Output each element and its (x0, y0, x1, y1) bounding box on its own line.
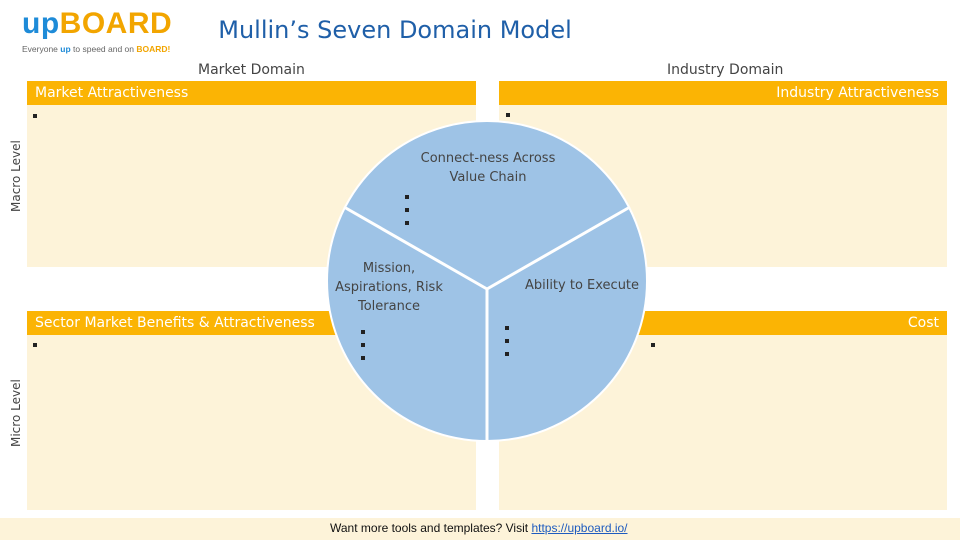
market-domain-label: Market Domain (198, 62, 305, 78)
bullet-top-right (506, 113, 510, 117)
page-title: Mullin’s Seven Domain Model (218, 16, 572, 44)
bullet-bottom-right (651, 343, 655, 347)
upboard-link[interactable]: https://upboard.io/ (531, 521, 628, 535)
bullet-circle-left-3 (361, 356, 365, 360)
logo-up: up (22, 7, 60, 40)
tagline-mid: to speed and on (70, 44, 137, 54)
footer-text: Want more tools and templates? Visit (330, 521, 532, 535)
footer: Want more tools and templates? Visit htt… (330, 521, 628, 535)
bullet-circle-top-1 (405, 195, 409, 199)
bullet-circle-top-3 (405, 221, 409, 225)
upboard-logo: upBOARD (22, 6, 172, 42)
tagline-prefix: Everyone (22, 44, 61, 54)
bullet-top-left (33, 114, 37, 118)
circle-top-label: Connect-ness Across Value Chain (420, 151, 556, 185)
circle-right-label: Ability to Execute (524, 278, 640, 293)
bullet-circle-right-3 (505, 352, 509, 356)
bullet-circle-left-2 (361, 343, 365, 347)
tagline-up: up (60, 44, 71, 54)
sector-market-label: Sector Market Benefits & Attractiveness (35, 315, 315, 331)
bullet-circle-right-1 (505, 326, 509, 330)
market-attractiveness-bar: Market Attractiveness (27, 81, 476, 105)
bullet-circle-top-2 (405, 208, 409, 212)
industry-attractiveness-label: Industry Attractiveness (776, 85, 939, 101)
cost-label: Cost (907, 315, 939, 331)
industry-attractiveness-bar: Industry Attractiveness (499, 81, 947, 105)
market-attractiveness-label: Market Attractiveness (35, 85, 189, 101)
footer-strip (0, 518, 960, 540)
bullet-bottom-left (33, 343, 37, 347)
circle-left-label: Mission, Aspirations, Risk Tolerance (335, 261, 443, 314)
industry-domain-label: Industry Domain (667, 62, 784, 78)
logo-tagline: Everyone up to speed and on BOARD! (22, 44, 170, 54)
circle-divider-right (486, 205, 631, 291)
logo-board: BOARD (59, 7, 173, 40)
circle-divider-left (343, 205, 488, 291)
tagline-board: BOARD! (136, 44, 171, 54)
bullet-circle-right-2 (505, 339, 509, 343)
bullet-circle-left-1 (361, 330, 365, 334)
